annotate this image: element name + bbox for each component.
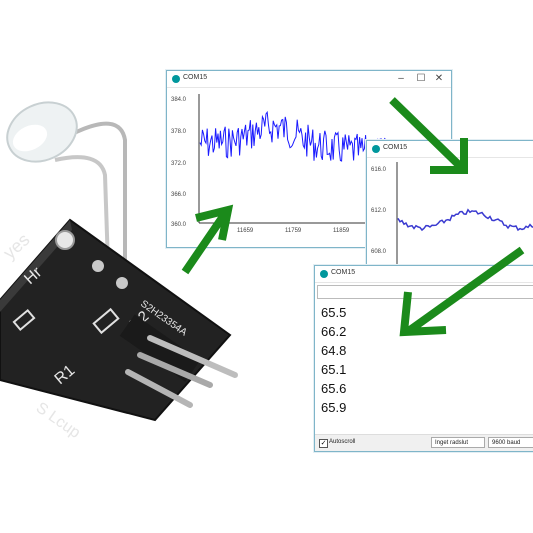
- y-tick-label: 616.0: [371, 167, 387, 173]
- x-tick-label: 11659: [237, 228, 254, 234]
- led-icon: [6, 101, 78, 163]
- status-bar: ✓ Autoscroll Inget radslut 9600 baud: [315, 434, 533, 451]
- signal-trace: [397, 208, 533, 232]
- arduino-logo-icon: [320, 270, 328, 278]
- arrow-up-right-icon: [181, 204, 234, 275]
- header-pins: [119, 314, 238, 408]
- maximize-button[interactable]: ☐: [416, 73, 426, 84]
- x-tick-label: 11759: [285, 228, 302, 234]
- y-tick-label: 366.0: [171, 192, 187, 198]
- close-button[interactable]: ✕: [434, 73, 444, 84]
- window-title: COM15: [183, 74, 208, 81]
- y-tick-label: 372.0: [171, 161, 187, 167]
- send-input[interactable]: [317, 285, 533, 299]
- window-title: COM15: [331, 269, 356, 276]
- baud-rate-select[interactable]: 9600 baud: [488, 437, 533, 448]
- autoscroll-checkbox[interactable]: ✓: [319, 439, 328, 448]
- y-tick-label: 608.0: [371, 249, 387, 255]
- serial-output-line: 65.9: [321, 400, 347, 415]
- y-tick-label: 384.0: [171, 97, 187, 103]
- arrow-down-right-icon: [389, 97, 468, 174]
- arrow-down-left-icon: [399, 246, 525, 337]
- serial-output-line: 64.8: [321, 343, 347, 358]
- serial-output-line: 65.6: [321, 381, 347, 396]
- serial-output-line: 66.2: [321, 324, 347, 339]
- x-tick-label: 11859: [333, 228, 350, 234]
- line-ending-select[interactable]: Inget radslut: [431, 437, 485, 448]
- autoscroll-label: Autoscroll: [329, 439, 356, 445]
- window-title: COM15: [383, 144, 408, 151]
- serial-output-line: 65.1: [321, 362, 347, 377]
- y-tick-label: 612.0: [371, 208, 387, 214]
- arduino-logo-icon: [372, 145, 380, 153]
- heart-rate-sensor-photo: yes Hr R2 S2H23354A R1 S Lcup: [0, 101, 238, 440]
- plot-area: 616.0 612.0 608.0: [371, 162, 533, 268]
- y-tick-label: 360.0: [171, 222, 187, 228]
- arduino-logo-icon: [172, 75, 180, 83]
- serial-output-line: 65.5: [321, 305, 347, 320]
- serial-monitor-window: COM15 65.5 66.2 64.8 65.1 65.6 65.9 ✓ Au…: [314, 265, 533, 452]
- minimize-button[interactable]: –: [398, 73, 404, 84]
- y-tick-label: 378.0: [171, 129, 187, 135]
- title-bar[interactable]: COM15 – ☐ ✕: [167, 71, 451, 88]
